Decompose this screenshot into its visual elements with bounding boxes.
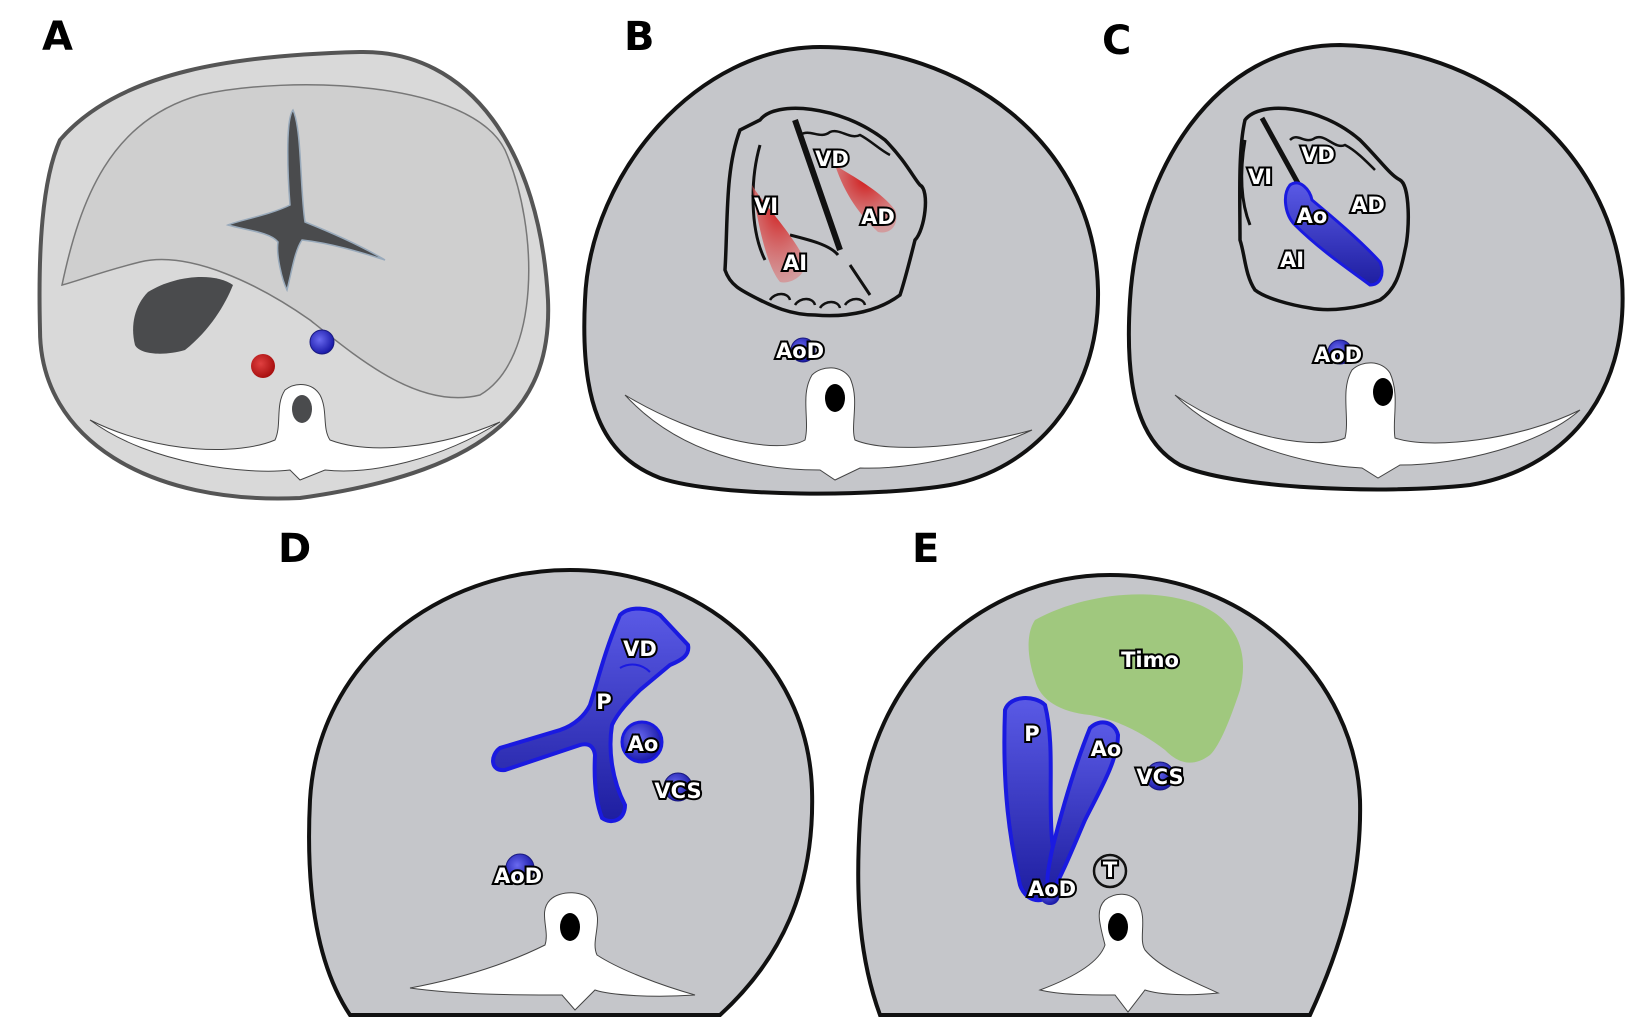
panel-a-blue-vessel [309, 329, 335, 355]
panel-letter-c: C [1102, 18, 1132, 64]
panel-e-label-p: P [1024, 722, 1039, 746]
panel-d-vcs-dot [663, 772, 693, 802]
panel-d-body-outline [307, 567, 815, 1017]
panel-d-label-p: P [596, 690, 611, 714]
panel-d-label-ao: Ao [628, 732, 659, 756]
panel-letter-b: B [624, 14, 655, 60]
panel-c-aorta [1283, 181, 1384, 287]
panel-b-label-vd: VD [815, 147, 849, 171]
panel-letter-a: A [42, 14, 73, 60]
panel-b-spinal-canal [825, 384, 845, 412]
panel-c-spinal-canal [1373, 378, 1393, 406]
panel-c-label-ao: Ao [1297, 204, 1328, 228]
panel-b-lobes [768, 292, 867, 309]
panel-c-label-ai: AI [1280, 248, 1304, 272]
panel-b-label-ad: AD [861, 205, 895, 229]
panel-b-septum-2 [789, 233, 840, 257]
panel-b-red-vi [752, 185, 806, 283]
panel-b-label-aod: AoD [776, 339, 824, 363]
panel-d-pulmonary-trunk [491, 606, 691, 824]
panel-b-inner-line [751, 144, 767, 261]
panel-d: VD P Ao VCS AoD [307, 567, 815, 1017]
panel-d-aod-dot [505, 853, 535, 883]
panel-a-spinal-canal [292, 395, 312, 423]
panel-a-spine-rib [89, 384, 501, 481]
panel-e-thymus [1028, 594, 1244, 763]
panel-c-label-vd: VD [1301, 143, 1335, 167]
panel-e-aod-dot [1040, 885, 1060, 905]
panel-e-trachea [1092, 853, 1128, 889]
panel-c-spine-rib [1174, 362, 1581, 479]
panel-d-valve-line [619, 663, 651, 673]
panel-b-label-vi: VI [754, 194, 778, 218]
panel-e-label-t: T [1103, 858, 1118, 882]
panel-d-label-vcs: VCS [654, 779, 701, 803]
panel-a-mediastinum-star [225, 108, 386, 293]
panel-b-wavy-rv [799, 129, 891, 157]
panel-c-label-aod: AoD [1314, 343, 1362, 367]
panel-e-label-aod: AoD [1028, 877, 1076, 901]
panel-b-label-ai: AI [783, 251, 807, 275]
panel-b-red-ad [835, 165, 897, 233]
panel-c-label-vi: VI [1248, 165, 1272, 189]
panel-d-label-aod: AoD [494, 864, 542, 888]
panel-a-heart-dark [133, 276, 233, 354]
panel-d-spinal-canal [560, 913, 580, 941]
panel-e: Timo P Ao VCS T AoD [856, 572, 1363, 1017]
panel-d-spine-rib [409, 892, 696, 1011]
panel-c-label-ad: AD [1351, 193, 1385, 217]
panel-b-spine-rib [624, 367, 1033, 481]
panel-letter-d: D [278, 526, 312, 572]
panel-letter-e: E [912, 526, 940, 572]
panel-b-aod-dot [790, 337, 816, 363]
panel-e-spine-rib [1038, 893, 1220, 1013]
panel-c-wavy-rv [1289, 135, 1376, 171]
panel-c-inner-line [1240, 139, 1252, 226]
panel-a-red-vessel [251, 354, 275, 378]
panel-e-label-timo: Timo [1121, 648, 1179, 672]
panel-b: VD VI AD AI AoD [582, 44, 1101, 496]
panel-c-aod-dot [1327, 339, 1353, 365]
panel-d-label-vd: VD [623, 637, 657, 661]
panel-e-spinal-canal [1108, 913, 1128, 941]
panel-c: VI VD Ao AD AI AoD [1126, 42, 1625, 492]
panel-e-vcs-dot [1145, 761, 1175, 791]
panel-d-ao-dot [620, 720, 664, 764]
panel-e-label-ao: Ao [1091, 737, 1122, 761]
panel-b-ai-line [848, 264, 872, 296]
panel-e-aorta [1045, 720, 1121, 899]
panel-a [37, 49, 551, 501]
panel-e-label-vcs: VCS [1136, 765, 1183, 789]
panel-b-septum [792, 119, 843, 251]
